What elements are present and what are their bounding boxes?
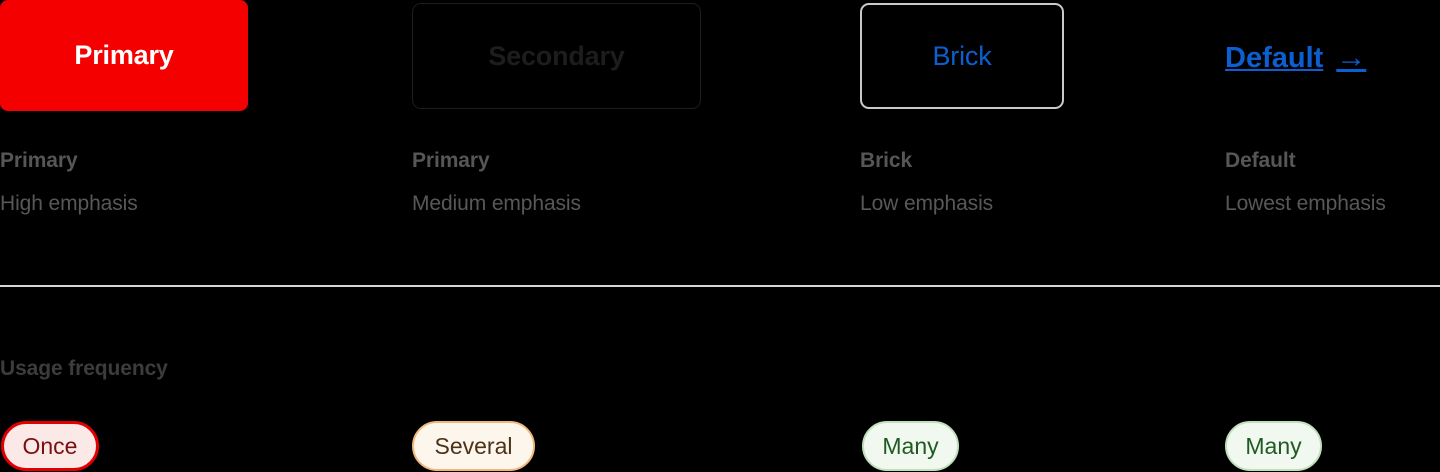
frequency-badge-several: Several (412, 421, 535, 471)
descriptor-subtitle: Low emphasis (860, 192, 994, 215)
descriptor-title: Primary (0, 149, 78, 172)
frequency-badge-many-default: Many (1225, 421, 1322, 471)
primary-button[interactable]: Primary (0, 0, 248, 111)
default-button-label: Default (1225, 41, 1324, 74)
descriptor-subtitle: Medium emphasis (412, 192, 581, 215)
frequency-badge-many-brick: Many (862, 421, 959, 471)
frequency-badge-once: Once (1, 421, 99, 471)
arrow-right-icon: → (1336, 41, 1367, 74)
descriptor-title: Brick (860, 149, 913, 172)
descriptor-subtitle: High emphasis (0, 192, 138, 215)
descriptor-subtitle: Lowest emphasis (1225, 192, 1386, 215)
brick-button[interactable]: Brick (860, 3, 1064, 109)
default-button[interactable]: Default → (1225, 38, 1366, 78)
descriptor-title: Primary (412, 149, 490, 172)
secondary-button[interactable]: Secondary (412, 3, 701, 109)
usage-frequency-label: Usage frequency (0, 357, 168, 380)
descriptor-title: Default (1225, 149, 1296, 172)
section-divider (0, 285, 1440, 287)
